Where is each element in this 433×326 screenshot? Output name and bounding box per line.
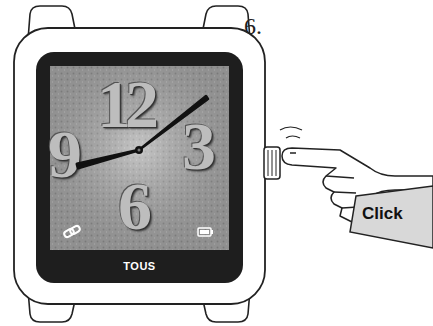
step-number: 6. [244, 14, 262, 38]
dial-numeral: 3 [182, 112, 210, 180]
dial-numeral: 6 [118, 172, 146, 240]
action-label: Click [362, 205, 403, 222]
dial-numeral: 9 [48, 120, 76, 188]
brand-name: TOUS [123, 261, 155, 272]
dial-numeral: 12 [97, 70, 153, 138]
